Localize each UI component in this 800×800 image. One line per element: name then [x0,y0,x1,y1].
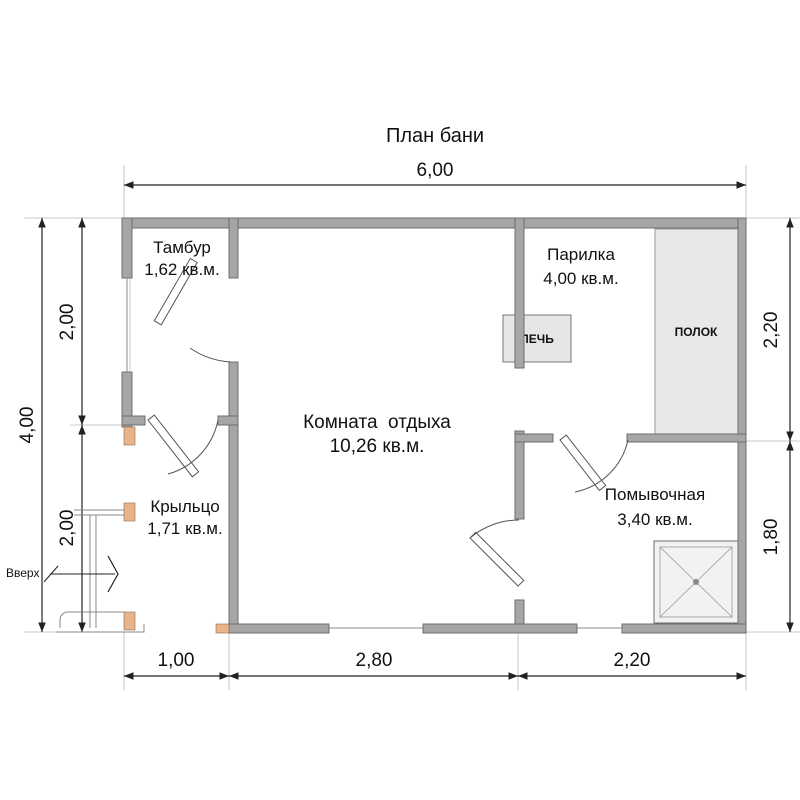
porch-posts [123,426,230,634]
dim-left-top: 2,00 [57,304,78,341]
room-name-tambur: Тамбур [153,238,211,257]
room-area-pomyvochnaya: 3,40 кв.м. [617,510,692,529]
pech-stove [502,314,572,363]
room-name-krylco: Крыльцо [150,497,219,516]
dim-right-bottom: 1,80 [761,519,782,556]
polok-label: ПОЛОК [675,325,718,339]
dim-bottom-1: 1,00 [158,650,195,671]
pech-label: ПЕЧЬ [520,332,554,346]
plan-title: План бани [386,125,484,147]
openings [126,278,622,629]
dimension-bottom: 1,00 2,80 2,20 [124,650,746,680]
dimension-left: 4,00 2,00 2,00 [17,218,86,632]
dim-top-total: 6,00 [417,160,454,181]
stairs-label: Вверх [6,566,39,580]
dim-bottom-3: 2,20 [614,650,651,671]
room-name-pomyvochnaya: Помывочная [605,485,705,504]
porch-stairs [43,509,145,633]
room-name-komnata: Комната отдыха [303,412,451,433]
dim-left-bottom: 2,00 [57,510,78,547]
room-area-tambur: 1,62 кв.м. [144,260,219,279]
room-area-krylco: 1,71 кв.м. [147,519,222,538]
room-area-komnata: 10,26 кв.м. [330,436,425,457]
dimension-right: 2,20 1,80 [761,218,794,632]
room-area-parilka: 4,00 кв.м. [543,269,618,288]
dim-bottom-2: 2,80 [356,650,393,671]
room-name-parilka: Парилка [547,245,615,264]
dim-left-total: 4,00 [17,407,38,444]
walls [121,217,747,634]
dim-right-top: 2,20 [761,312,782,349]
doors [147,257,629,587]
shower-tray [653,540,739,624]
dimension-top: 6,00 [124,160,746,189]
